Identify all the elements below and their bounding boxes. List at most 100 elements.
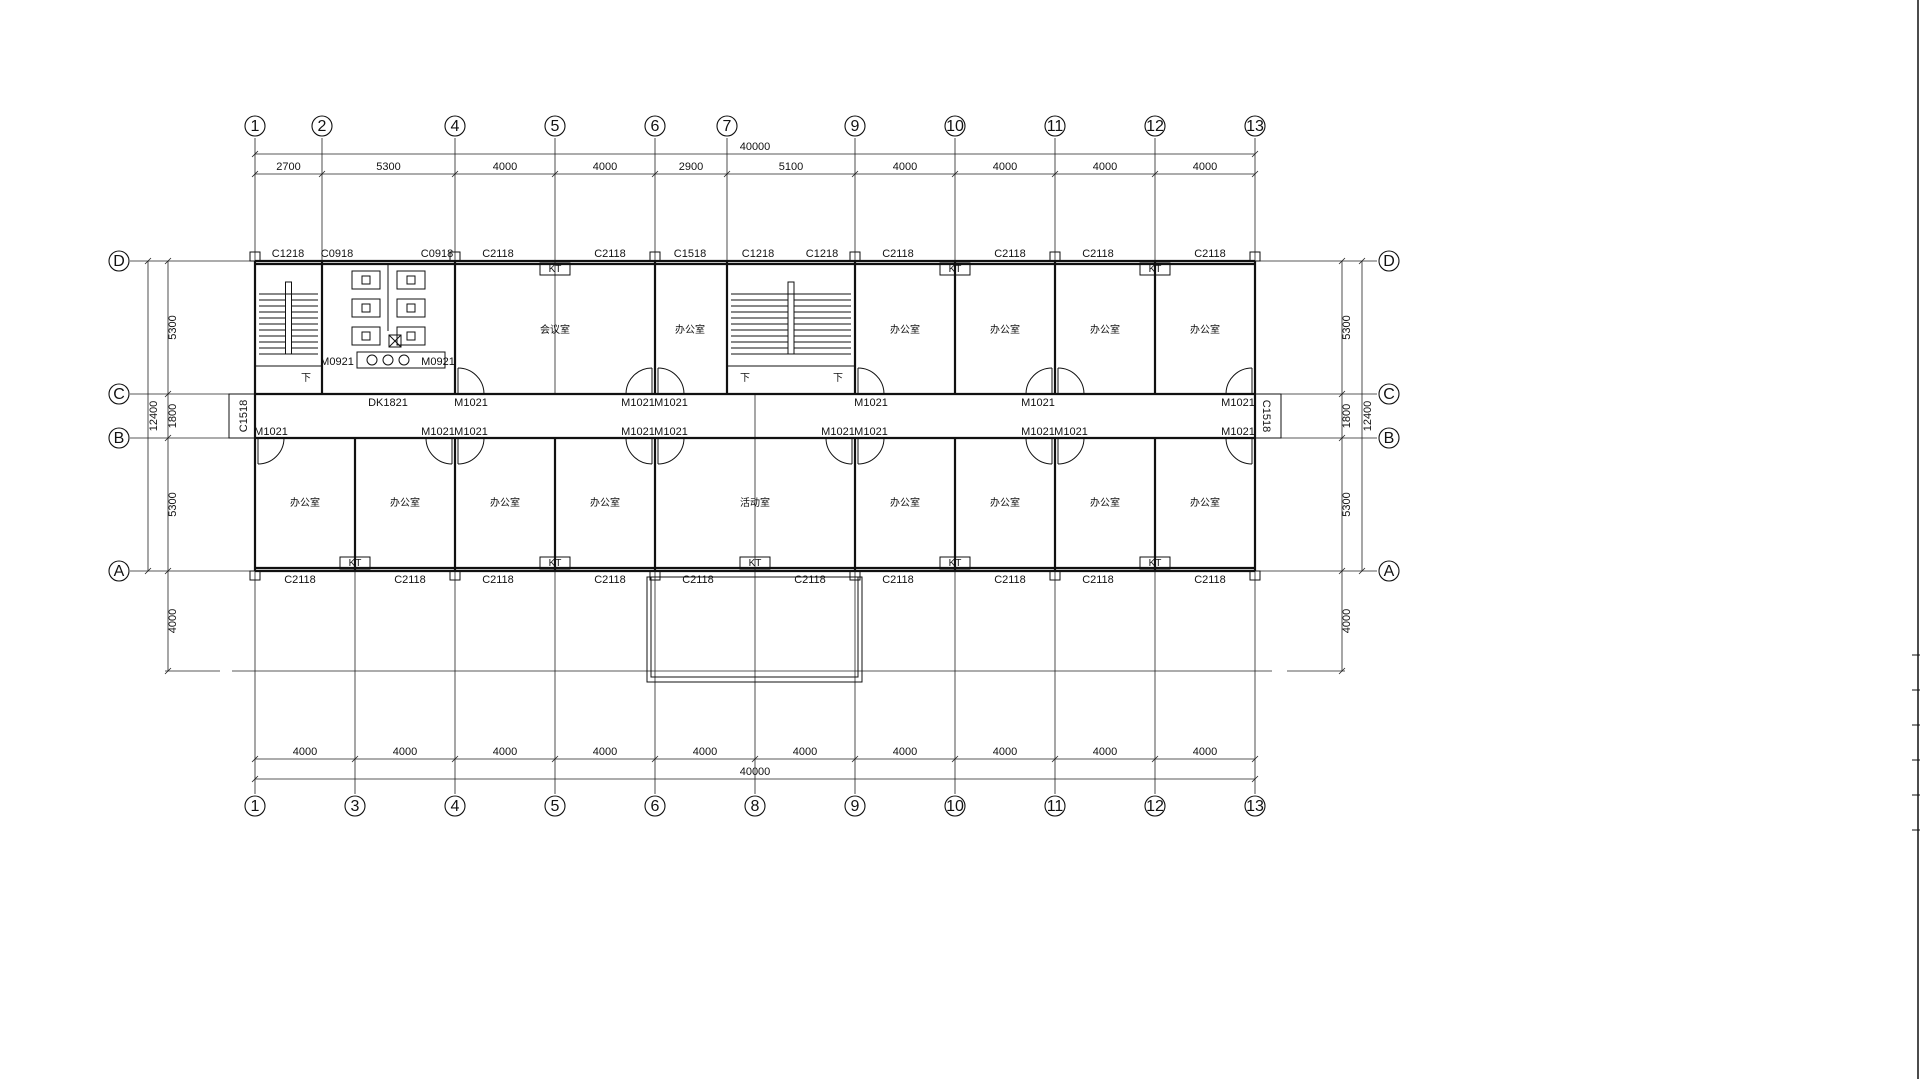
axis-bubble bbox=[844, 795, 866, 817]
room-label-north: 办公室 bbox=[990, 323, 1020, 336]
north-window-label: C2118 bbox=[1194, 248, 1226, 260]
door-swing bbox=[457, 367, 485, 395]
dimension-tick bbox=[251, 150, 259, 158]
dimension-text: 2900 bbox=[679, 161, 703, 173]
dimension-text: 4000 bbox=[1093, 746, 1117, 758]
axis-bubble bbox=[544, 795, 566, 817]
dimension-tick bbox=[723, 170, 731, 178]
dimension-tick bbox=[251, 775, 259, 783]
axis-bubble-label: 8 bbox=[751, 798, 760, 815]
ac-label: KT bbox=[549, 264, 562, 275]
dimension-text: 5300 bbox=[1341, 492, 1353, 516]
mop-sink bbox=[388, 334, 402, 348]
axis-bubble bbox=[444, 795, 466, 817]
dimension-tick bbox=[1151, 755, 1159, 763]
axis-bubble bbox=[1044, 795, 1066, 817]
dimension-tick bbox=[1358, 567, 1366, 575]
axis-bubble-label: C bbox=[113, 386, 125, 403]
dimension-tick bbox=[451, 170, 459, 178]
room-label-south: 办公室 bbox=[1190, 496, 1220, 509]
axis-bubble-label: 2 bbox=[318, 118, 327, 135]
dimension-text: 4000 bbox=[993, 161, 1017, 173]
dimension-text: 2700 bbox=[276, 161, 300, 173]
dimension-text: 4000 bbox=[167, 609, 179, 633]
axis-bubble-label: 7 bbox=[723, 118, 732, 135]
dimension-tick bbox=[451, 755, 459, 763]
ac-unit bbox=[939, 556, 971, 570]
dimension-tick bbox=[651, 170, 659, 178]
axis-bubble bbox=[944, 115, 966, 137]
north-window-label: C2118 bbox=[1082, 248, 1114, 260]
axis-bubble-label: B bbox=[1384, 430, 1395, 447]
stair-down-label: 下 bbox=[833, 373, 843, 384]
toilet-stall bbox=[351, 298, 381, 318]
dimension-tick bbox=[1251, 775, 1259, 783]
axis-bubble-label: D bbox=[113, 253, 125, 270]
north-door-label: M1021 bbox=[1221, 397, 1255, 409]
dimension-text: 1800 bbox=[167, 404, 179, 428]
stair-down-label: 下 bbox=[740, 373, 750, 384]
column bbox=[649, 251, 661, 262]
south-window-label: C2118 bbox=[882, 574, 914, 586]
dimension-tick bbox=[351, 755, 359, 763]
door-swing bbox=[1057, 437, 1085, 465]
column bbox=[449, 570, 461, 581]
door-swing bbox=[825, 437, 853, 465]
dimension-tick bbox=[851, 170, 859, 178]
column bbox=[249, 570, 261, 581]
dimension-text: 4000 bbox=[1093, 161, 1117, 173]
door-swing bbox=[857, 437, 885, 465]
overall-depth: 12400 bbox=[148, 401, 160, 432]
door-swing bbox=[1025, 437, 1053, 465]
dimension-tick bbox=[1251, 170, 1259, 178]
door-swing bbox=[657, 367, 685, 395]
door-swing bbox=[1025, 367, 1053, 395]
ac-label: KT bbox=[1149, 558, 1162, 569]
north-window-label: C0918 bbox=[321, 248, 353, 260]
north-door-label: M1021 bbox=[1021, 397, 1055, 409]
toilet-fixture bbox=[361, 303, 371, 313]
door-swing bbox=[857, 367, 885, 395]
column bbox=[649, 570, 661, 581]
toilet-fixture bbox=[361, 331, 371, 341]
dimension-text: 4000 bbox=[1341, 609, 1353, 633]
dimension-tick bbox=[1338, 667, 1346, 675]
south-door-label: M1021 bbox=[621, 426, 655, 438]
door-swing bbox=[657, 437, 685, 465]
axis-bubble-label: 3 bbox=[351, 798, 360, 815]
ac-unit bbox=[339, 556, 371, 570]
ac-unit bbox=[739, 556, 771, 570]
ac-unit bbox=[939, 262, 971, 276]
axis-bubble bbox=[1244, 795, 1266, 817]
axis-bubble-label: 1 bbox=[251, 798, 260, 815]
dimension-text: 5300 bbox=[167, 492, 179, 516]
axis-bubble-label: A bbox=[1384, 563, 1395, 580]
sink bbox=[366, 354, 378, 366]
south-window-label: C2118 bbox=[1082, 574, 1114, 586]
south-window-label: C2118 bbox=[682, 574, 714, 586]
ac-unit bbox=[1139, 262, 1171, 276]
dimension-text: 4000 bbox=[1193, 746, 1217, 758]
room-label-south: 办公室 bbox=[490, 496, 520, 509]
north-door-label: M1021 bbox=[454, 397, 488, 409]
mop-sink bbox=[388, 334, 402, 348]
dimension-text: 4000 bbox=[893, 161, 917, 173]
toilet-door-label: M0921 bbox=[320, 356, 354, 368]
end-window-label: C1518 bbox=[238, 400, 250, 432]
room-label-north: 办公室 bbox=[1190, 323, 1220, 336]
room-label-north: 会议室 bbox=[540, 323, 570, 336]
axis-bubble bbox=[1244, 115, 1266, 137]
axis-bubble bbox=[108, 250, 130, 272]
end-window-frame bbox=[228, 393, 256, 439]
toilet-fixture bbox=[361, 275, 371, 285]
axis-bubble bbox=[644, 795, 666, 817]
dimension-tick bbox=[144, 567, 152, 575]
axis-bubble-label: D bbox=[1383, 253, 1395, 270]
dimension-tick bbox=[1151, 170, 1159, 178]
dimension-text: 5300 bbox=[1341, 315, 1353, 339]
axis-bubble-label: 9 bbox=[851, 118, 860, 135]
south-door-label: M1021 bbox=[1221, 426, 1255, 438]
